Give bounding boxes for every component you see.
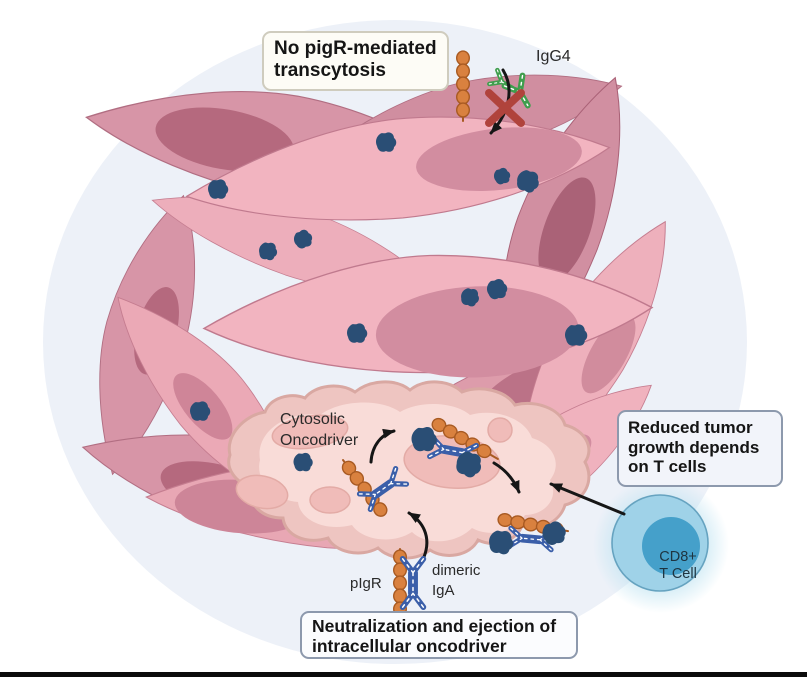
organelle	[235, 474, 289, 510]
pigr-receptor-icon	[456, 50, 470, 118]
label-line: dimeric	[432, 562, 481, 579]
callout-reduced-tumor-growth: Reduced tumor growth depends on T cells	[617, 410, 783, 487]
callout-line: Reduced tumor	[628, 418, 753, 437]
oncodriver-blob-icon	[565, 324, 588, 346]
transcytosis-entry-arrow	[407, 511, 429, 559]
label-line: CD8+	[659, 549, 697, 565]
cell-nucleus	[155, 107, 294, 172]
label-cd8-tcell: CD8+ T Cell	[659, 549, 697, 583]
tumor-cell	[77, 59, 494, 234]
cell-nucleus	[375, 286, 579, 378]
callout-line: intracellular oncodriver	[312, 636, 507, 657]
label-line: T Cell	[659, 566, 697, 583]
callout-line: on T cells	[628, 457, 707, 477]
iga-pigr-complex-free	[339, 457, 407, 520]
organelle	[271, 414, 349, 450]
oncodriver-blob-icon	[376, 132, 397, 152]
callout-line: Neutralization and ejection of	[312, 616, 557, 636]
cutaway-cell	[227, 380, 591, 560]
basal-pigr-iga	[393, 548, 424, 617]
label-pigr: pIgR	[350, 575, 382, 592]
organelle	[309, 486, 351, 514]
label-line: Oncodriver	[280, 431, 359, 449]
blocked-x-icon	[485, 89, 525, 127]
callout-no-transcytosis: No pigR-mediated transcytosis	[262, 31, 449, 91]
tumor-cell	[481, 201, 699, 500]
label-line: Cytosolic	[280, 411, 345, 428]
cd8-tcell-icon	[593, 477, 729, 613]
cell-nucleus	[416, 127, 582, 192]
label-line: IgA	[432, 582, 455, 600]
ejected-complex	[487, 511, 570, 556]
blocked-igg4-pathway	[456, 50, 537, 135]
oncodriver-blob-icon	[208, 179, 229, 199]
tcell-attack-arrow	[549, 482, 626, 516]
ejection-arrow	[492, 461, 521, 494]
tumor-cell-center	[200, 246, 655, 382]
oncodriver-blob-icon	[347, 323, 368, 343]
oncodriver-blob-icon	[411, 426, 437, 452]
callout-line: No pigR-mediated	[274, 38, 437, 59]
binding-arrow	[369, 428, 396, 464]
oncodriver-blob-icon	[190, 401, 211, 421]
callout-line: growth depends	[628, 437, 760, 457]
organelle	[487, 417, 513, 443]
label-igg4: IgG4	[536, 48, 571, 65]
label-cytosolic-oncodriver: Cytosolic Oncodriver	[280, 410, 358, 452]
tcell-nucleus	[642, 517, 700, 575]
tumor-cell	[459, 62, 656, 407]
oncodriver-blob-icon	[293, 452, 313, 472]
callout-line: transcytosis	[274, 60, 386, 82]
label-dimeric-iga: dimeric IgA	[432, 561, 480, 602]
tumor-cell-top	[179, 96, 616, 242]
callout-neutralization: Neutralization and ejection of intracell…	[300, 611, 578, 659]
iga-pigr-oncodriver-complex	[411, 415, 499, 481]
tumor-mass	[68, 49, 699, 577]
bottom-divider	[0, 672, 807, 677]
cell-nucleus	[538, 177, 596, 283]
cell-nucleus	[581, 314, 636, 394]
